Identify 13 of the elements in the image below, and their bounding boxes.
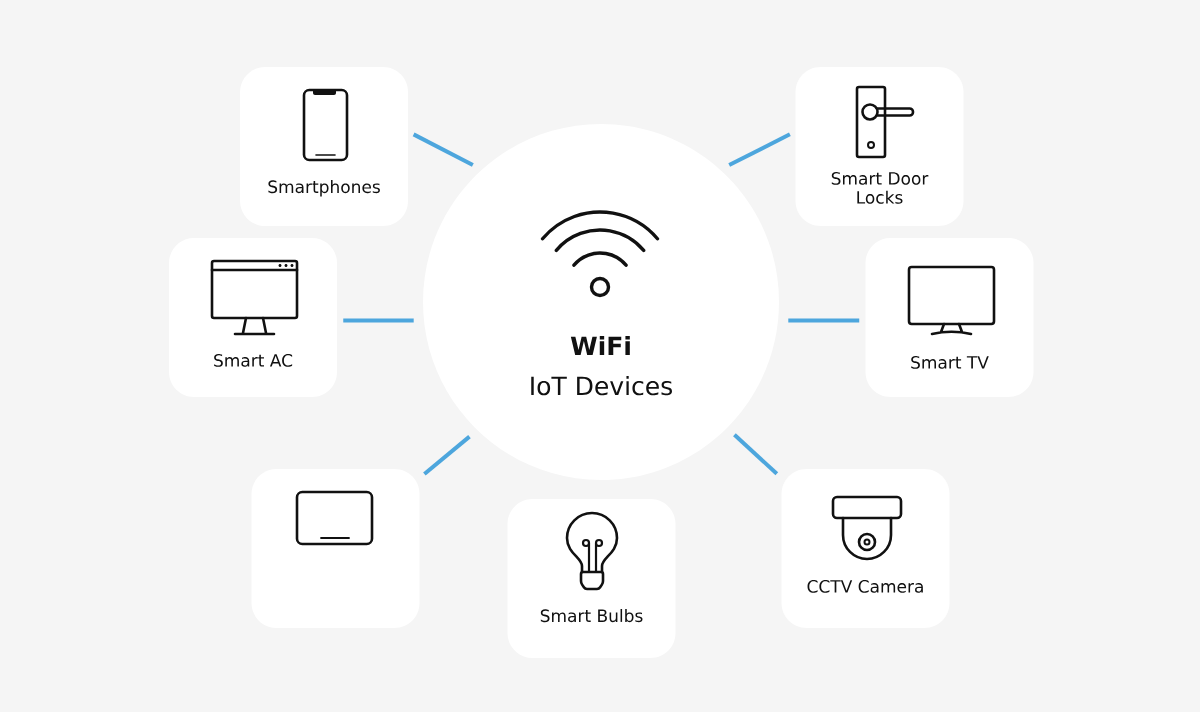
connector-line <box>423 435 471 476</box>
device-card: Smart Bulbs <box>507 499 676 658</box>
device-card: Smart TV <box>865 238 1034 397</box>
connector-line <box>733 433 779 476</box>
device-card: Smart Door Locks <box>795 67 964 226</box>
device-card: Smart AC <box>169 238 337 397</box>
connector-line <box>412 132 474 167</box>
device-card: Smartphones <box>240 67 408 226</box>
device-card <box>251 469 420 628</box>
connector-line <box>788 318 860 323</box>
device-card: CCTV Camera <box>781 469 950 628</box>
connector-line <box>343 318 414 323</box>
connector-line <box>728 132 791 167</box>
